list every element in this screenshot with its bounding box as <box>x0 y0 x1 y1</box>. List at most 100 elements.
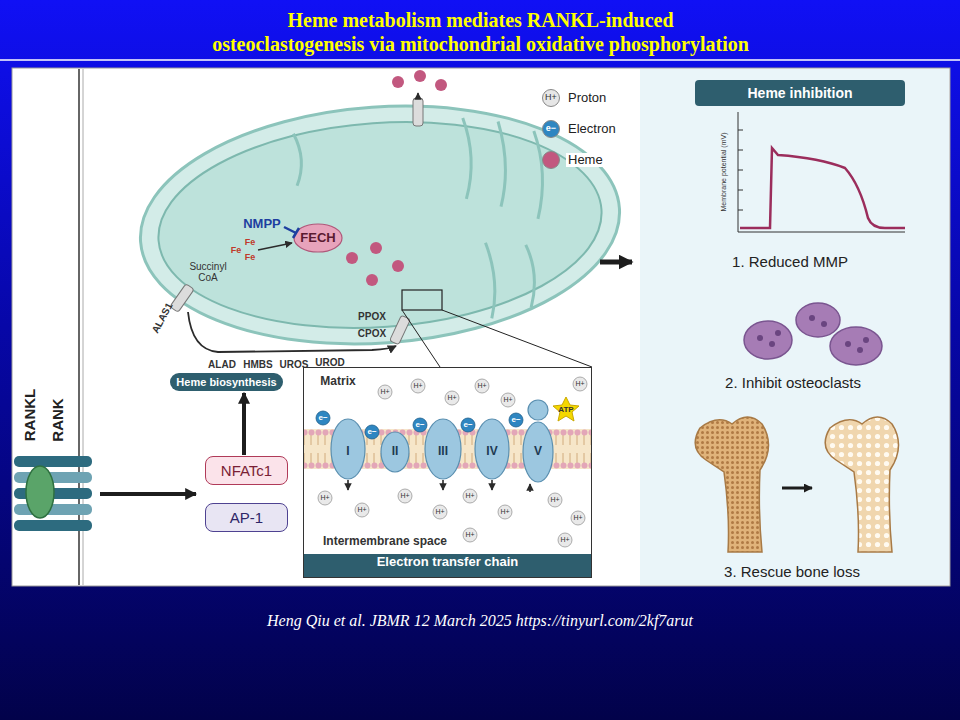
heme-dot <box>346 252 358 264</box>
step-caption: 2. Inhibit osteoclasts <box>725 375 861 392</box>
proton-dot <box>463 489 477 503</box>
proton-dot <box>548 493 562 507</box>
signal-arrow <box>100 492 196 496</box>
bone-before <box>695 417 768 552</box>
step-caption: 1. Reduced MMP <box>732 254 848 271</box>
proton-label: H+ <box>560 536 569 544</box>
proton-flow-arrow <box>442 480 444 490</box>
proton-label: H+ <box>465 492 474 500</box>
potential-plot <box>738 150 743 151</box>
node-text: Heme inhibition <box>748 85 853 101</box>
electron-label: e− <box>511 416 520 425</box>
inhibition-bar <box>293 228 299 238</box>
inhibition-line <box>284 227 296 233</box>
bone-after <box>825 417 898 552</box>
receptor <box>26 466 54 518</box>
potential-plot <box>738 112 905 232</box>
enzyme-label: ALAD <box>208 359 236 370</box>
complex <box>475 419 509 479</box>
receptor <box>14 520 92 531</box>
heme-dot <box>392 260 404 272</box>
legend-text: Electron <box>566 122 618 136</box>
nucleus <box>809 315 815 321</box>
proton-label: H+ <box>500 508 509 516</box>
proton-label: H+ <box>503 396 512 404</box>
legend-symbol: e− <box>546 124 556 134</box>
osteoclast <box>744 303 882 365</box>
iron-arrow <box>258 243 292 250</box>
factor-box: NFATc1 <box>205 456 288 485</box>
osteoclast <box>744 321 792 359</box>
potential-plot <box>738 190 743 191</box>
proton-dot <box>378 385 392 399</box>
heme-dot <box>414 70 426 82</box>
iron-label: Fe <box>245 238 256 248</box>
metabolite-label: Succinyl CoA <box>181 261 235 283</box>
inset-ground <box>303 367 592 578</box>
transporter <box>390 315 411 345</box>
result-panel <box>640 69 949 585</box>
mitochondrion <box>132 91 627 360</box>
proton-label: H+ <box>413 382 422 390</box>
callout-box <box>402 290 442 310</box>
iron-label: Fe <box>245 253 256 263</box>
electron-dot <box>413 418 427 432</box>
node-text: Electron transfer chain <box>304 554 591 577</box>
electron-label: e− <box>318 414 327 423</box>
callout-line <box>442 310 592 367</box>
nucleus <box>857 347 863 353</box>
proton-label: H+ <box>477 382 486 390</box>
enzyme-label: HMBS <box>243 359 272 370</box>
ligand-label: RANKL <box>22 389 39 442</box>
potential-plot <box>738 210 743 211</box>
mitochondrion <box>526 244 537 307</box>
heme-dot <box>346 70 447 286</box>
enzyme-label: UROD <box>315 357 344 368</box>
complex <box>331 419 365 479</box>
proton-dot <box>355 503 369 517</box>
proton-label: H+ <box>573 514 582 522</box>
enzyme-label: PPOX <box>358 311 386 322</box>
complex <box>523 422 553 482</box>
proton-dot <box>573 377 587 391</box>
axis-label: Membrane potential (mV) <box>720 133 728 212</box>
node-text: Heme biosynthesis <box>176 376 276 388</box>
proton-label: H+ <box>575 380 584 388</box>
receptor <box>14 456 92 531</box>
enzyme-label: UROS <box>280 359 309 370</box>
complex-label: I <box>346 445 349 458</box>
mitochondrion <box>532 131 546 219</box>
mitochondrion <box>132 91 627 360</box>
main-panel <box>12 68 950 586</box>
mitochondrion <box>485 242 497 318</box>
heme-dot <box>392 76 404 88</box>
complex-label: III <box>438 445 448 458</box>
proton-flow-arrow <box>529 484 531 492</box>
header-box: Heme inhibition <box>695 80 905 106</box>
nucleus <box>821 321 827 327</box>
electron-dot <box>509 413 523 427</box>
caption-text: Heng Qiu et al. JBMR 12 March 2025 https… <box>267 612 693 630</box>
osteoclast <box>830 327 882 365</box>
legend-swatch <box>542 151 560 169</box>
proton-dot <box>398 489 412 503</box>
nucleus <box>769 341 775 347</box>
atp-star <box>553 397 579 421</box>
nucleus <box>845 341 851 347</box>
electron-label: e− <box>367 428 376 437</box>
node-text: AP-1 <box>230 509 263 526</box>
proton-label: H+ <box>435 508 444 516</box>
proton-flow-arrow <box>491 480 493 490</box>
proton-dot <box>411 379 425 393</box>
electron-dot <box>365 425 379 439</box>
complex-label: V <box>534 445 542 458</box>
rescue-arrow <box>782 487 812 490</box>
legend-text: Proton <box>566 91 608 105</box>
nucleus <box>863 337 869 343</box>
receptor <box>14 504 92 515</box>
proton-flow-arrow <box>347 480 349 490</box>
electron-label: e− <box>415 421 424 430</box>
proton-dot <box>501 393 515 407</box>
proton-label: H+ <box>380 388 389 396</box>
iron-label: Fe <box>231 246 242 256</box>
